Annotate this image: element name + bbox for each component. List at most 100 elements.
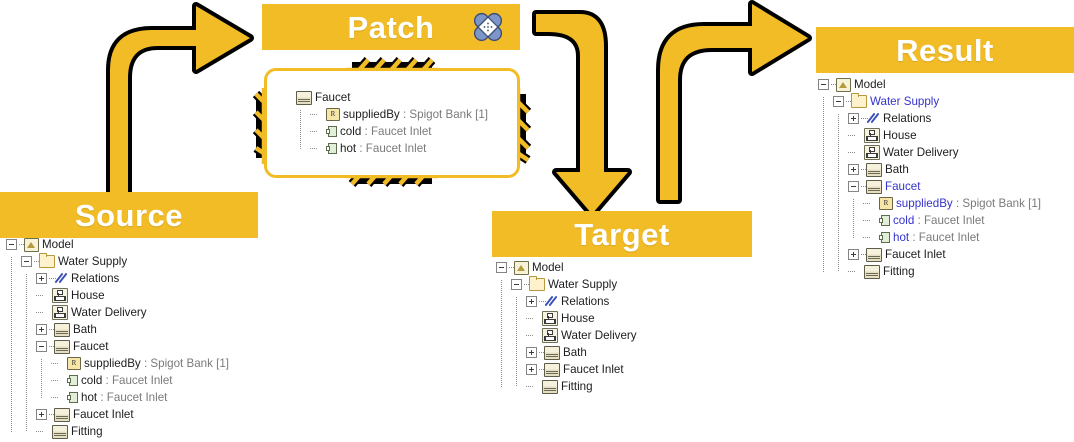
tree-guide-line [838, 114, 839, 272]
block-icon [544, 345, 560, 360]
result-banner: Result [816, 27, 1074, 73]
tree-node-type: : Faucet Inlet [102, 374, 173, 387]
tree-guide-line [26, 274, 27, 432]
tree-node-fitting[interactable]: Fitting [496, 378, 637, 395]
tree-node-faucet-inlet[interactable]: Faucet Inlet [6, 406, 229, 423]
tree-node-model[interactable]: Model [818, 76, 1041, 93]
expand-icon[interactable] [526, 296, 537, 307]
reference-icon: R [67, 357, 81, 370]
tree-connector [526, 313, 541, 324]
tree-node-label: Bath [885, 163, 909, 176]
tree-node-type: : Faucet Inlet [909, 231, 980, 244]
tree-node-house[interactable]: House [496, 310, 637, 327]
collapse-icon[interactable] [833, 96, 844, 107]
collapse-icon[interactable] [848, 181, 859, 192]
collapse-icon[interactable] [21, 256, 32, 267]
tree-node-house[interactable]: House [6, 287, 229, 304]
tree-guide-line [501, 280, 502, 387]
expand-icon[interactable] [848, 113, 859, 124]
tree-connector [863, 215, 878, 226]
tree-node-faucet-inlet[interactable]: Faucet Inlet [818, 246, 1041, 263]
tree-node-label: Model [532, 261, 564, 274]
tree-node-water-supply[interactable]: Water Supply [818, 93, 1041, 110]
block-icon [866, 247, 882, 262]
tree-node-water-supply[interactable]: Water Supply [6, 253, 229, 270]
tree-node-type: : Faucet Inlet [361, 125, 432, 138]
tree-node-faucet[interactable]: Faucet [818, 178, 1041, 195]
expand-icon[interactable] [848, 249, 859, 260]
relations-icon [866, 112, 880, 125]
tree-node-cold[interactable]: cold : Faucet Inlet [6, 372, 229, 389]
tree-node-model[interactable]: Model [6, 236, 229, 253]
expand-icon[interactable] [36, 324, 47, 335]
expand-icon[interactable] [526, 364, 537, 375]
tree-node-label: Water Delivery [71, 306, 147, 319]
tree-connector [539, 347, 547, 358]
tree-node-house[interactable]: House [818, 127, 1041, 144]
tree-connector [848, 266, 863, 277]
tree-node-relations[interactable]: Relations [818, 110, 1041, 127]
tree-node-relations[interactable]: Relations [6, 270, 229, 287]
expand-icon[interactable] [848, 164, 859, 175]
tree-node-fitting[interactable]: Fitting [6, 423, 229, 440]
collapse-icon[interactable] [6, 239, 17, 250]
tree-node-cold[interactable]: cold : Faucet Inlet [295, 123, 488, 140]
tree-node-label: Water Supply [870, 95, 940, 108]
tree-node-label: hot : Faucet Inlet [340, 142, 427, 155]
collapse-icon[interactable] [818, 79, 829, 90]
tree-node-label: House [71, 289, 105, 302]
tree-node-hot[interactable]: hot : Faucet Inlet [295, 140, 488, 157]
tree-connector [19, 239, 27, 250]
expand-icon[interactable] [36, 409, 47, 420]
tree-node-hot[interactable]: hot : Faucet Inlet [818, 229, 1041, 246]
tree-node-label: Faucet Inlet [563, 363, 624, 376]
block-icon [52, 424, 68, 439]
tree-node-type: : Spigot Bank [1] [952, 197, 1042, 210]
collapse-icon[interactable] [511, 279, 522, 290]
expand-icon[interactable] [526, 347, 537, 358]
tree-node-faucet[interactable]: Faucet [295, 89, 488, 106]
patch-banner: Patch [262, 4, 520, 50]
tree-node-type: : Spigot Bank [1] [140, 357, 230, 370]
tree-node-type: : Faucet Inlet [97, 391, 168, 404]
collapse-icon[interactable] [496, 262, 507, 273]
tree-node-cold[interactable]: cold : Faucet Inlet [818, 212, 1041, 229]
tree-node-label: House [561, 312, 595, 325]
tree-node-water-delivery[interactable]: Water Delivery [496, 327, 637, 344]
port-icon [326, 126, 337, 137]
diagram-icon [542, 311, 558, 326]
tree-node-bath[interactable]: Bath [818, 161, 1041, 178]
tree-node-faucet-inlet[interactable]: Faucet Inlet [496, 361, 637, 378]
tree-node-label: Relations [883, 112, 932, 125]
tree-node-bath[interactable]: Bath [496, 344, 637, 361]
tree-connector [51, 375, 66, 386]
tree-node-water-delivery[interactable]: Water Delivery [818, 144, 1041, 161]
port-icon [879, 232, 890, 243]
tree-node-hot[interactable]: hot : Faucet Inlet [6, 389, 229, 406]
arrow-source-to-patch [106, 2, 254, 204]
tree-node-faucet[interactable]: Faucet [6, 338, 229, 355]
tree-node-label: Fitting [883, 265, 915, 278]
tree-node-relations[interactable]: Relations [496, 293, 637, 310]
tree-node-label: Bath [563, 346, 587, 359]
expand-icon[interactable] [36, 273, 47, 284]
collapse-icon[interactable] [36, 341, 47, 352]
tree-node-water-supply[interactable]: Water Supply [496, 276, 637, 293]
folder-icon [39, 253, 55, 268]
tree-connector [526, 330, 541, 341]
tree-node-label: Model [854, 78, 886, 91]
tree-node-model[interactable]: Model [496, 259, 637, 276]
tree-node-fitting[interactable]: Fitting [818, 263, 1041, 280]
tree-connector [848, 147, 863, 158]
tree-node-bath[interactable]: Bath [6, 321, 229, 338]
tree-node-water-delivery[interactable]: Water Delivery [6, 304, 229, 321]
tree-guide-line [41, 359, 42, 398]
